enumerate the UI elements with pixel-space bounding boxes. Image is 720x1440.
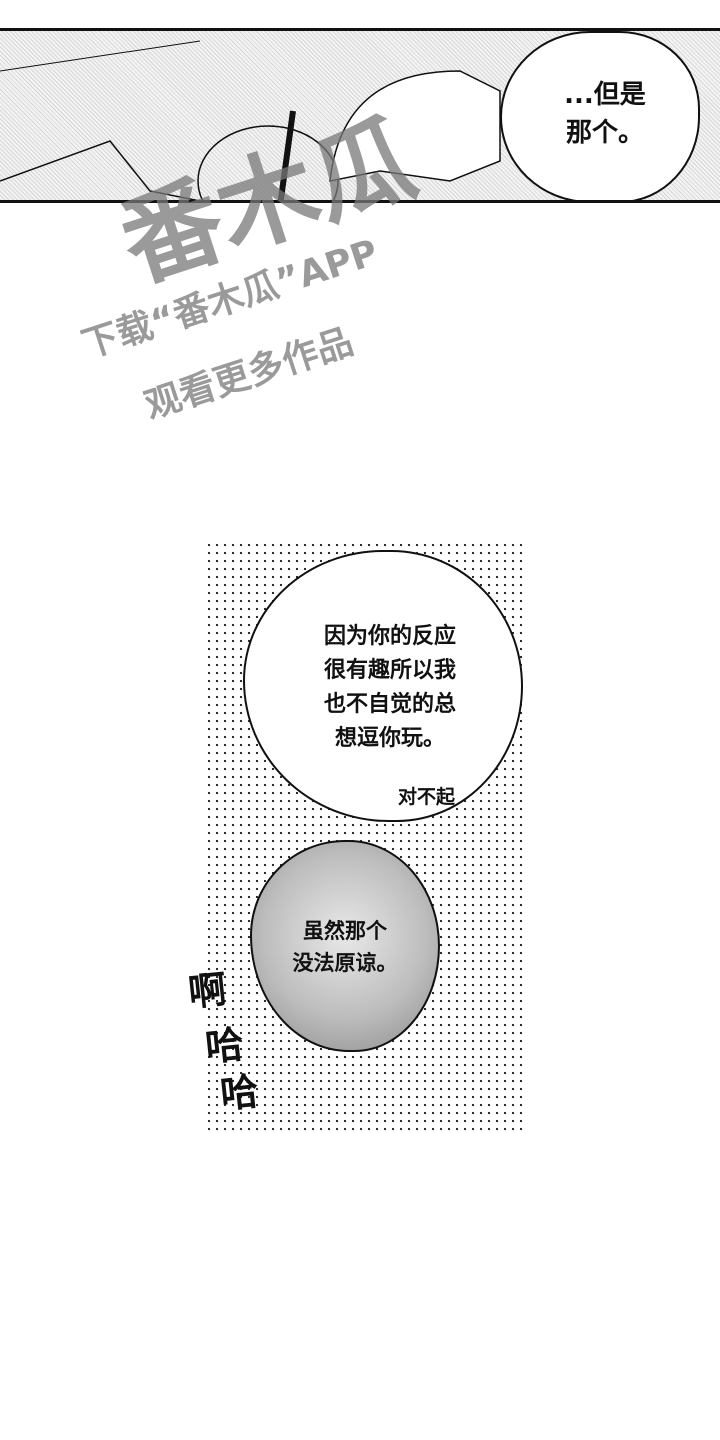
- speech-bubble: [500, 31, 700, 200]
- speech-text-main: 因为你的反应 很有趣所以我 也不自觉的总 想逗你玩。: [290, 620, 490, 756]
- sfx-text: 啊: [186, 967, 229, 1015]
- speech-line: 那个。: [565, 118, 644, 148]
- speech-line: 很有趣所以我: [323, 658, 456, 683]
- sfx-text: 哈: [218, 1069, 261, 1117]
- speech-bubble-gray: [250, 840, 440, 1052]
- speech-line: 因为你的反应: [323, 624, 456, 649]
- speech-line: ...但是: [564, 80, 646, 110]
- speech-text: ...但是 那个。: [540, 76, 670, 152]
- speech-text-gray: 虽然那个 没法原谅。: [270, 915, 420, 979]
- speech-bubble-main: [243, 550, 523, 822]
- speech-line: 没法原谅。: [292, 951, 398, 975]
- aside-text: 对不起: [398, 786, 456, 808]
- speech-line: 也不自觉的总: [323, 692, 456, 717]
- speech-line: 想逗你玩。: [334, 726, 445, 751]
- comic-panel-top: [0, 28, 720, 203]
- speech-line: 虽然那个: [303, 919, 387, 943]
